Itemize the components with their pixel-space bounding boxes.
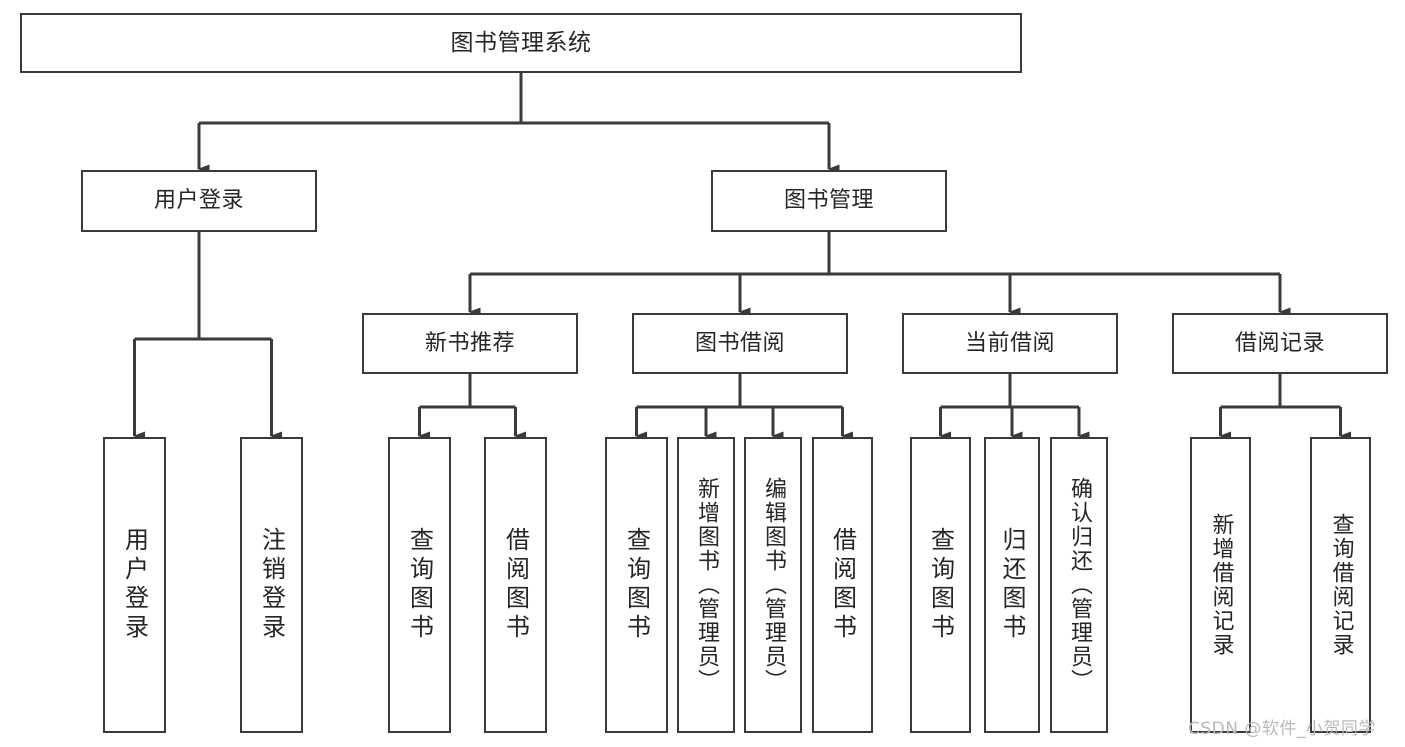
node-label: 新增图书（管理员）	[694, 477, 719, 693]
node-label: 借阅记录	[1234, 330, 1325, 356]
node-label: 编辑图书（管理员）	[761, 477, 786, 693]
node-user-login[interactable]: 用户登录	[81, 170, 317, 232]
node-leaf-query-record[interactable]: 查询借阅记录	[1310, 437, 1371, 733]
node-label: 图书管理系统	[450, 29, 592, 56]
node-label: 借阅图书	[828, 527, 857, 643]
node-book-manage[interactable]: 图书管理	[711, 170, 947, 232]
node-leaf-confirm-return[interactable]: 确认归还（管理员）	[1050, 437, 1108, 733]
node-label: 当前借阅	[964, 330, 1055, 356]
node-label: 注销登录	[257, 527, 286, 643]
node-label: 确认归还（管理员）	[1067, 477, 1092, 693]
node-new-book-rec[interactable]: 新书推荐	[362, 313, 578, 374]
node-leaf-query-book-1[interactable]: 查询图书	[388, 437, 451, 733]
node-label: 用户登录	[153, 188, 244, 214]
node-label: 用户登录	[120, 527, 149, 643]
node-current-borrow[interactable]: 当前借阅	[902, 313, 1118, 374]
node-leaf-return-book[interactable]: 归还图书	[984, 437, 1040, 733]
node-root[interactable]: 图书管理系统	[20, 13, 1022, 73]
node-label: 查询图书	[926, 527, 955, 643]
node-book-borrow[interactable]: 图书借阅	[632, 313, 848, 374]
node-label: 新书推荐	[424, 330, 515, 356]
watermark: CSDN @软件_小贺同学	[1188, 719, 1376, 739]
node-leaf-borrow-book-1[interactable]: 借阅图书	[484, 437, 547, 733]
node-label: 图书借阅	[694, 330, 785, 356]
node-label: 图书管理	[783, 188, 874, 214]
node-leaf-user-login[interactable]: 用户登录	[103, 437, 166, 733]
node-label: 查询借阅记录	[1328, 513, 1354, 657]
node-label: 归还图书	[998, 527, 1026, 643]
node-label: 查询图书	[622, 527, 651, 643]
node-borrow-record[interactable]: 借阅记录	[1172, 313, 1388, 374]
node-label: 查询图书	[405, 527, 434, 643]
node-leaf-edit-book[interactable]: 编辑图书（管理员）	[744, 437, 802, 733]
node-leaf-add-record[interactable]: 新增借阅记录	[1190, 437, 1251, 733]
node-label: 借阅图书	[501, 527, 530, 643]
node-leaf-add-book[interactable]: 新增图书（管理员）	[677, 437, 735, 733]
node-leaf-user-logout[interactable]: 注销登录	[240, 437, 303, 733]
node-label: 新增借阅记录	[1208, 513, 1234, 657]
node-leaf-query-book-3[interactable]: 查询图书	[910, 437, 971, 733]
node-leaf-borrow-book-2[interactable]: 借阅图书	[812, 437, 873, 733]
node-leaf-query-book-2[interactable]: 查询图书	[605, 437, 668, 733]
